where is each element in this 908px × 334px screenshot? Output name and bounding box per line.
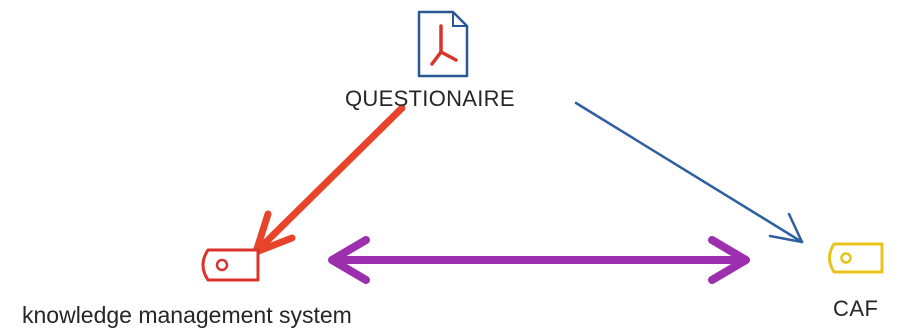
edge-questionaire-to-kms bbox=[252, 104, 406, 256]
edge-kms-caf-bidirectional bbox=[328, 236, 750, 284]
kms-tag-icon bbox=[201, 248, 260, 282]
pdf-document-icon bbox=[417, 10, 469, 78]
node-label-questionaire: QUESTIONAIRE bbox=[345, 86, 515, 111]
node-label-knowledge-management-system: knowledge management system bbox=[22, 302, 352, 328]
edge-questionaire-to-caf bbox=[574, 101, 804, 244]
node-label-caf: CAF bbox=[833, 296, 879, 321]
caf-tag-icon bbox=[828, 242, 884, 274]
